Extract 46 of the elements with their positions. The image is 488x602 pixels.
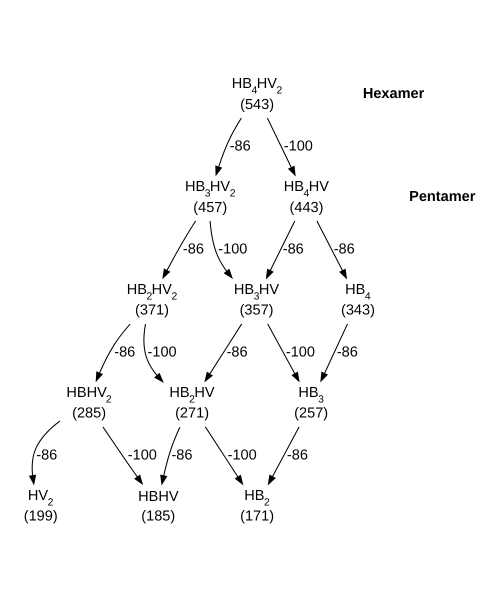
arrow: [316, 220, 348, 280]
arrow: [204, 324, 242, 382]
arrow: [266, 118, 296, 177]
arrow: [162, 220, 196, 280]
arrow: [268, 426, 300, 486]
edge-label: -86: [230, 138, 251, 154]
node-text: HBHV (185): [138, 488, 179, 525]
node-text: HB$_{4}$ (343): [340, 282, 375, 319]
edge-label: -100: [286, 344, 315, 360]
arrow: [205, 426, 244, 486]
arrow: [320, 324, 348, 383]
arrow: [266, 220, 296, 280]
node-text: HB$_{4}$HV$_{2}$ (543): [232, 76, 282, 113]
edge-label: -86: [171, 447, 192, 464]
node-text: HV$_{2}$ (199): [24, 488, 58, 525]
edge-label: -86: [114, 344, 136, 360]
edge-label: -100: [148, 344, 177, 360]
edge-label: -100: [284, 138, 313, 154]
node-text: HB$_{2}$HV (271): [169, 384, 215, 422]
node-text: HB$_{4}$HV (443): [284, 178, 329, 216]
arrow: [102, 426, 144, 486]
node-text: HB$_{2}$ (171): [240, 488, 274, 525]
arrow: [28, 420, 60, 486]
edge-label: -86: [334, 241, 355, 258]
label: Pentamer: [409, 188, 476, 205]
node-text: HBHV$_{2}$ (285): [66, 384, 112, 422]
arrow: [143, 324, 164, 383]
node-text: HB$_{3}$ (257): [294, 384, 328, 422]
arrow: [215, 118, 242, 176]
edge-label: -86: [336, 344, 358, 360]
label: Hexamer: [362, 86, 424, 102]
edge-label: -86: [36, 447, 58, 464]
arrow: [210, 220, 233, 280]
node-text: HB$_{3}$HV$_{2}$ (457): [184, 178, 236, 216]
arrow: [160, 427, 180, 486]
edge-label: -86: [282, 241, 304, 258]
edge-label: -86: [182, 241, 204, 258]
arrow: [267, 324, 300, 382]
edge-label: -86: [286, 447, 308, 464]
edge-label: -86: [226, 344, 248, 360]
node-text: HB$_{3}$HV (357): [234, 282, 280, 319]
edge-label: -100: [228, 447, 257, 464]
edge-label: -100: [128, 447, 157, 464]
node-text: HB$_{2}$HV$_{2}$ (371): [126, 282, 178, 319]
edge-label: -100: [218, 241, 248, 258]
arrow: [96, 324, 131, 382]
